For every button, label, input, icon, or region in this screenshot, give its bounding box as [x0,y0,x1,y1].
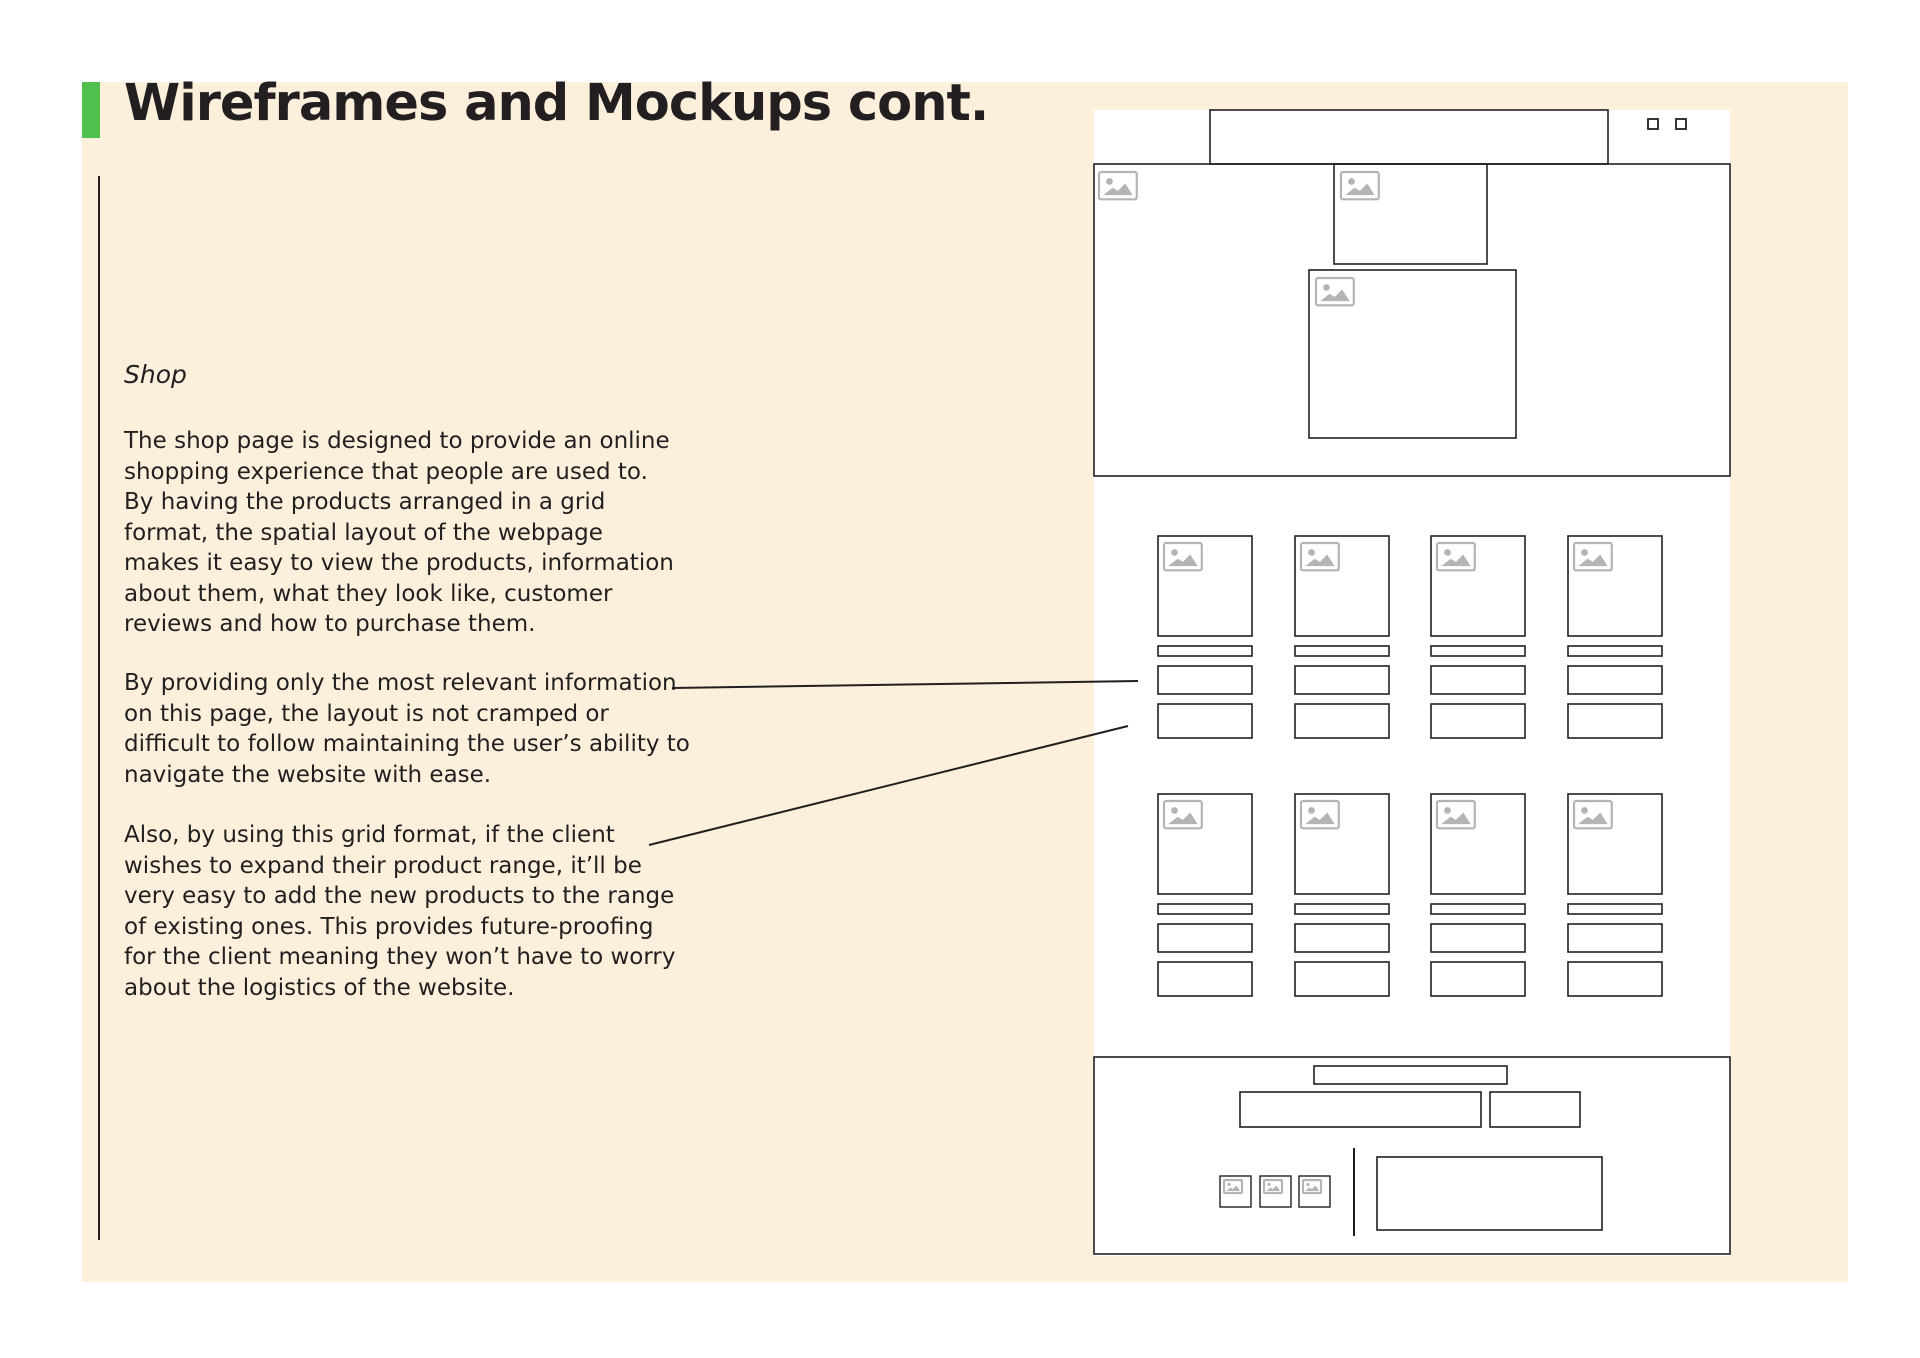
image-placeholder-icon [1314,276,1355,307]
image-placeholder-icon [1339,170,1380,201]
product-card-info-box [1157,665,1253,695]
footer-info-box [1376,1156,1603,1231]
paragraph-1: The shop page is designed to provide an … [124,428,674,637]
image-placeholder-icon [1572,799,1613,830]
product-card-info-box [1294,665,1390,695]
image-placeholder-icon [1301,1178,1323,1195]
hero-feature-image [1333,163,1488,265]
product-card-button-box [1567,703,1663,739]
footer-input-box [1239,1091,1482,1128]
product-card-info-box [1294,923,1390,953]
image-placeholder-icon [1299,799,1340,830]
image-placeholder-icon [1162,799,1203,830]
footer-social-thumbnail [1259,1175,1292,1208]
product-card-title-bar [1430,903,1526,915]
paragraph-3: Also, by using this grid format, if the … [124,822,676,1001]
footer-section [1093,1056,1731,1255]
content-divider-line [98,176,100,1240]
product-card-button-box [1157,961,1253,997]
product-card-image [1157,535,1253,637]
product-card-title-bar [1157,645,1253,657]
product-card-info-box [1157,923,1253,953]
image-placeholder-icon [1162,541,1203,572]
product-card-button-box [1294,961,1390,997]
title-accent-bar [82,82,100,138]
product-card-image [1430,793,1526,895]
product-card-button-box [1294,703,1390,739]
image-placeholder-icon [1222,1178,1244,1195]
product-card-info-box [1430,923,1526,953]
paragraph-2: By providing only the most relevant info… [124,670,690,788]
product-card-info-box [1567,923,1663,953]
shop-wireframe [1094,110,1730,1256]
product-card-button-box [1430,703,1526,739]
image-placeholder-icon [1299,541,1340,572]
header-search-bar [1209,109,1609,165]
image-placeholder-icon [1262,1178,1284,1195]
product-card-image [1294,793,1390,895]
callout-line-2 [648,725,1129,846]
product-card-title-bar [1294,903,1390,915]
product-card-title-bar [1430,645,1526,657]
footer-button-box [1489,1091,1581,1128]
hero-section [1093,163,1731,477]
product-card-title-bar [1567,903,1663,915]
header-icon-box [1675,118,1687,130]
image-placeholder-icon [1435,799,1476,830]
footer-social-thumbnail [1298,1175,1331,1208]
product-card-info-box [1567,665,1663,695]
product-card-image [1567,535,1663,637]
image-placeholder-icon [1572,541,1613,572]
hero-main-image [1308,269,1517,439]
header-icon-box [1647,118,1659,130]
page-title: Wireframes and Mockups cont. [124,74,989,133]
product-card-button-box [1157,703,1253,739]
product-card-image [1157,793,1253,895]
product-card-image [1567,793,1663,895]
product-card-image [1294,535,1390,637]
product-card-image [1430,535,1526,637]
product-card-title-bar [1567,645,1663,657]
section-subtitle: Shop [124,360,187,389]
product-card-button-box [1567,961,1663,997]
footer-title-bar [1313,1065,1508,1085]
image-placeholder-icon [1097,170,1138,201]
product-card-title-bar [1294,645,1390,657]
callout-line-1 [671,680,1139,689]
product-card-info-box [1430,665,1526,695]
product-card-button-box [1430,961,1526,997]
image-placeholder-icon [1435,541,1476,572]
product-card-title-bar [1157,903,1253,915]
footer-social-thumbnail [1219,1175,1252,1208]
